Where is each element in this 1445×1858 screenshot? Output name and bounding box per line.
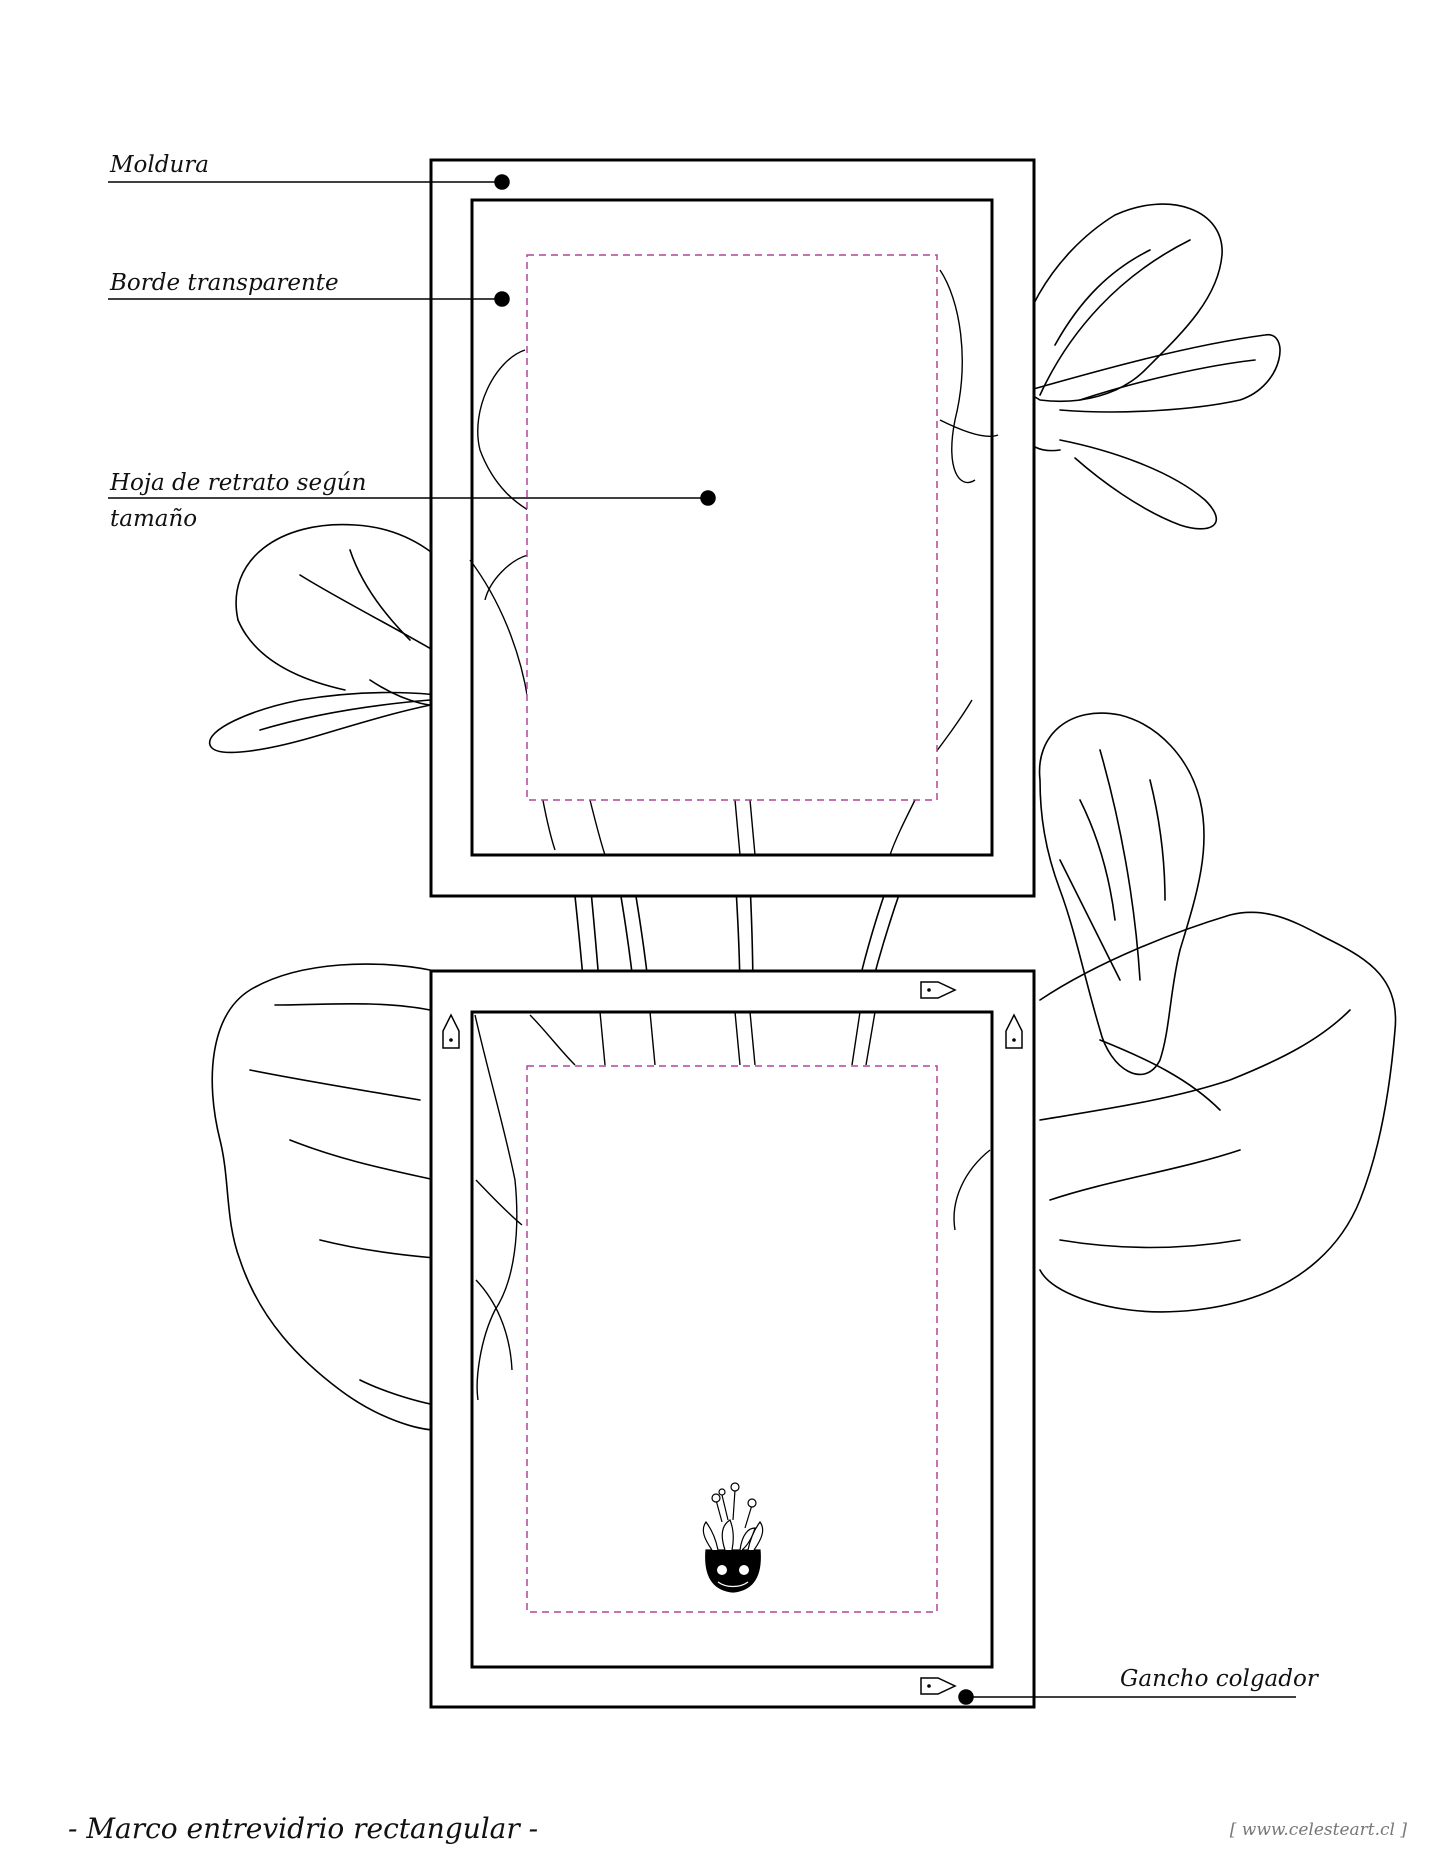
hoja-dot (700, 490, 716, 506)
borde-dot (494, 291, 510, 307)
hook-icon (920, 981, 957, 999)
footer-url: [ www.celesteart.cl ] (1229, 1820, 1407, 1840)
hoja-area (526, 254, 938, 801)
footer-title: - Marco entrevidrio rectangular - (68, 1812, 539, 1845)
borde-transparente-lower (470, 1010, 994, 1669)
borde-transparente (470, 198, 994, 857)
moldura-outer (429, 158, 1036, 898)
hoja-area-lower (526, 1065, 938, 1613)
hook-icon (1005, 1013, 1023, 1049)
bottom-frame (429, 969, 1036, 1709)
moldura-dot (494, 174, 510, 190)
label-hoja-line1: Hoja de retrato según (110, 470, 367, 496)
gancho-dot (958, 1689, 974, 1705)
moldura-outer-lower (429, 969, 1036, 1709)
plant-pot-logo-icon (702, 1482, 764, 1593)
label-moldura: Moldura (110, 152, 209, 178)
label-gancho-colgador: Gancho colgador (1120, 1666, 1318, 1692)
label-hoja-line2: tamaño (110, 506, 198, 532)
label-borde-transparente: Borde transparente (110, 270, 339, 296)
hook-icon (920, 1677, 957, 1695)
callout-lines (108, 174, 1296, 1705)
top-frame (429, 158, 1036, 898)
hook-icon (442, 1013, 460, 1049)
